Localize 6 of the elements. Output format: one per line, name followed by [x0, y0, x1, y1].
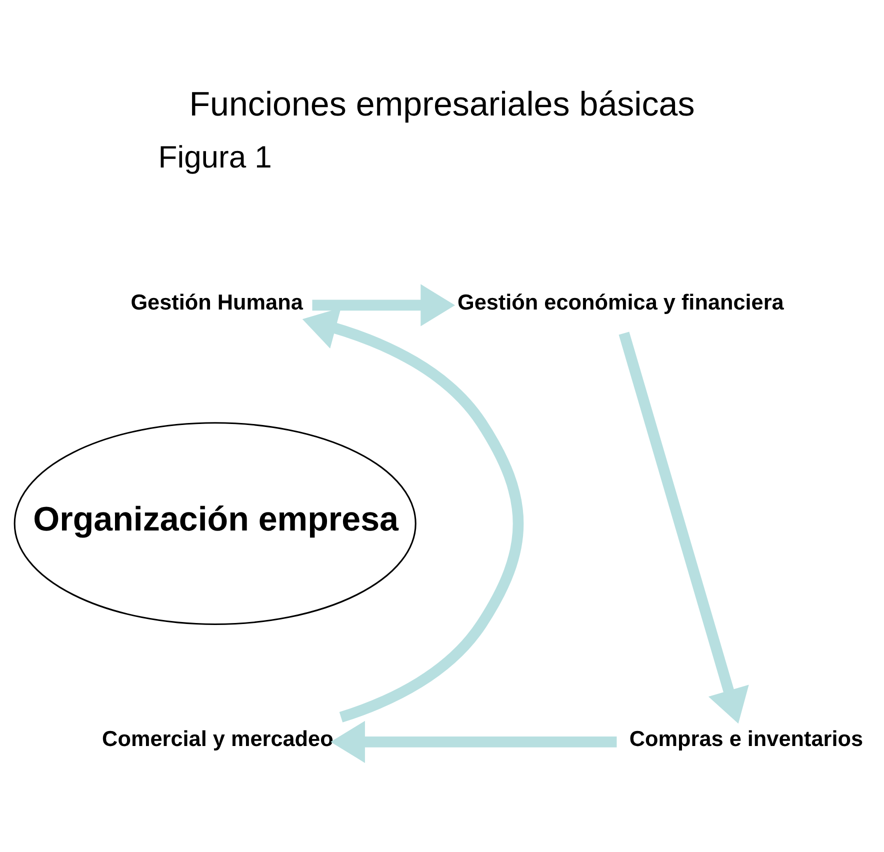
label: Figura 1 [158, 139, 272, 174]
node-text: Comercial y mercadeo [102, 726, 334, 752]
diagram-title: Funciones empresariales básicas [189, 86, 695, 124]
node-text: Gestión económica y financiera [457, 289, 784, 314]
node-text: Gestión Humana [130, 289, 303, 314]
node-text: Compras e inventarios [629, 726, 864, 752]
